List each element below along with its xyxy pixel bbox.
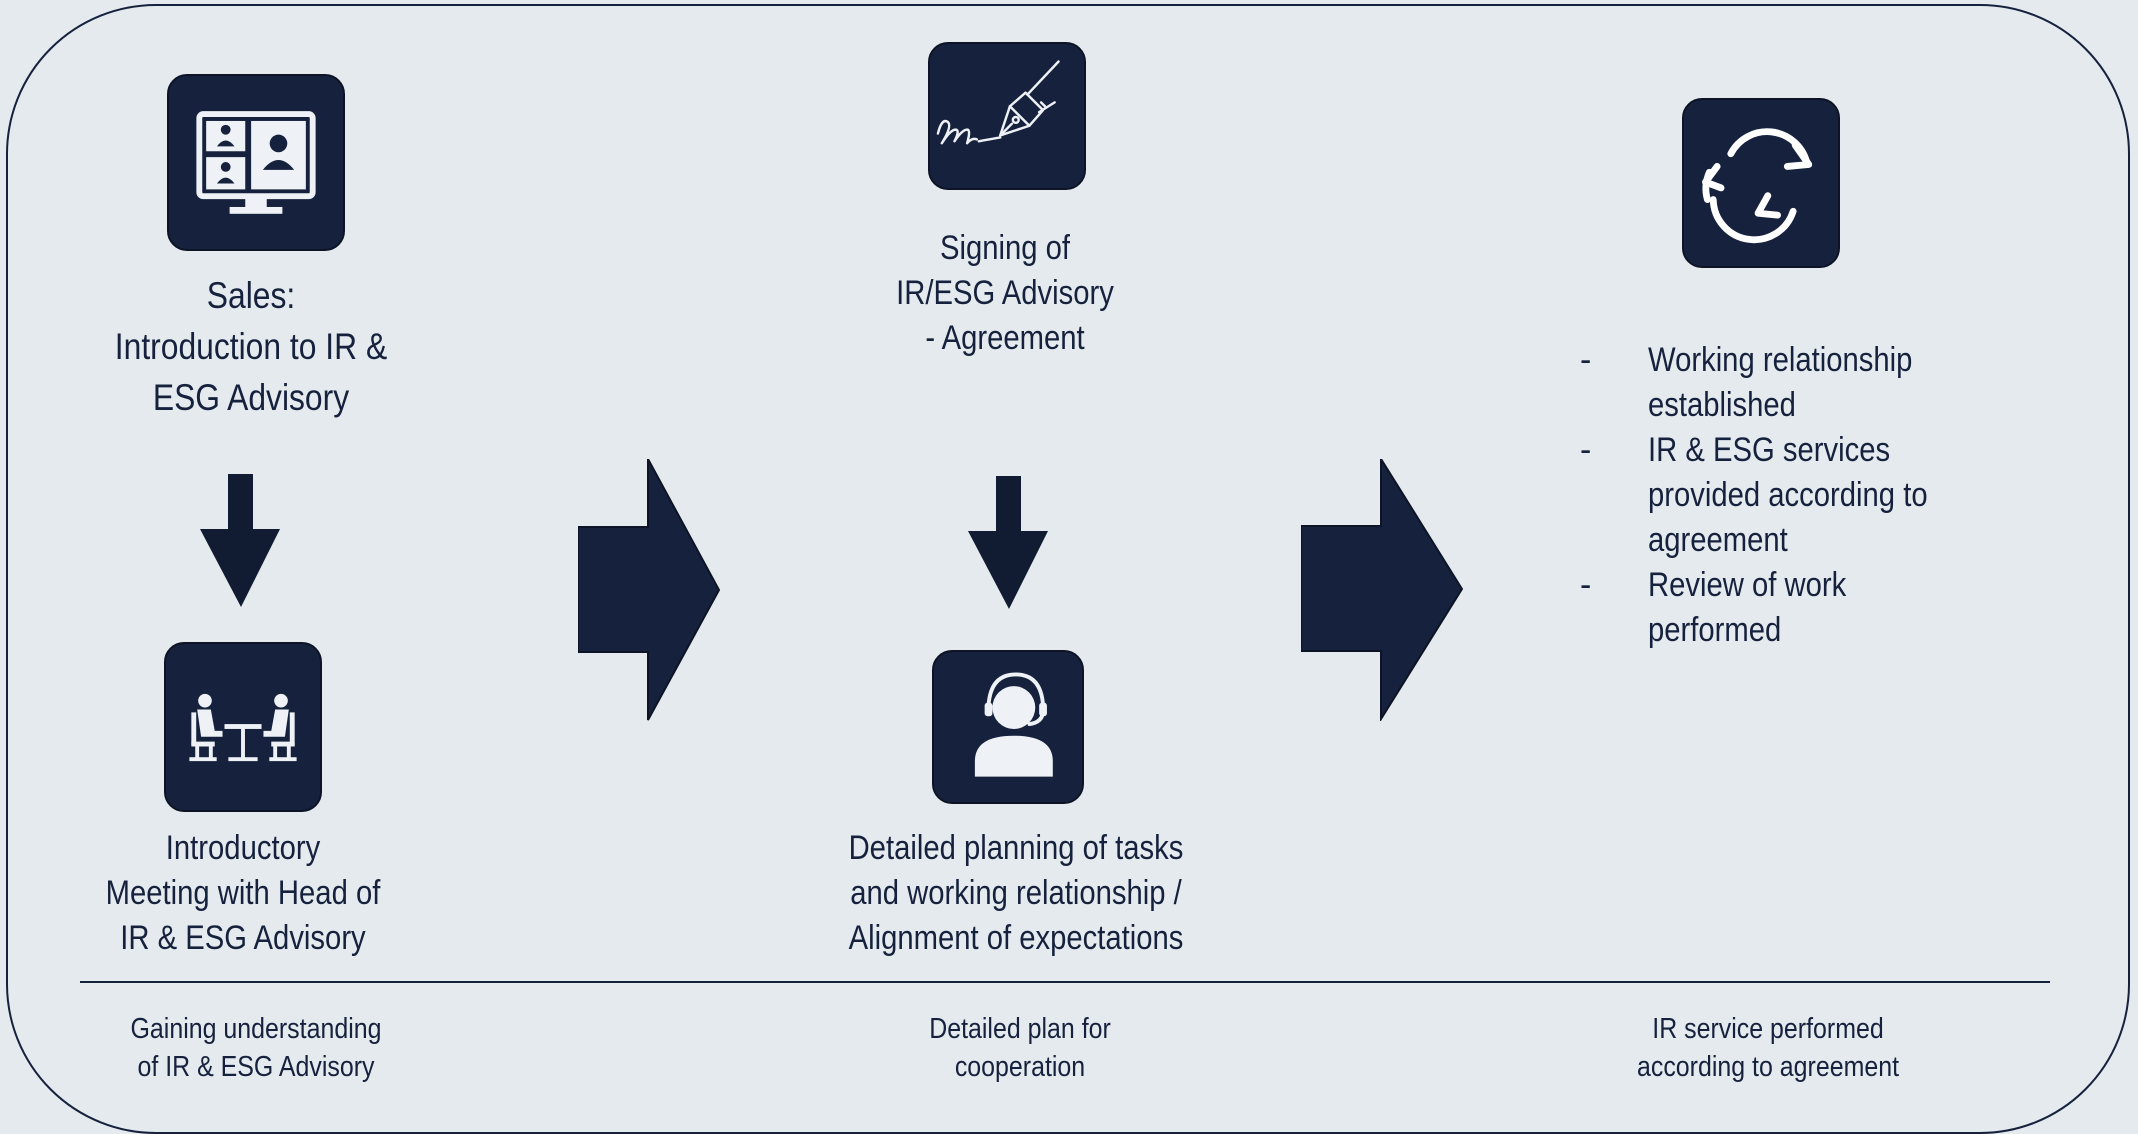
phase-arrow-1 [578, 459, 720, 721]
video-conference-icon [167, 74, 345, 251]
outcome-bullet: -Review of work performed [1580, 566, 1847, 649]
down-arrow-1 [200, 474, 280, 607]
signing-step-label: Signing of IR/ESG Advisory - Agreement [896, 229, 1114, 357]
meeting-table-icon [164, 642, 322, 812]
outcome-bullet-list: -Working relationship established -IR & … [1580, 338, 2000, 653]
outcome-bullet: -IR & ESG services provided according to… [1580, 431, 1928, 559]
outcome-bullet: -Working relationship established [1580, 341, 1913, 424]
phase-divider [80, 981, 2050, 983]
headset-support-icon [932, 650, 1084, 804]
sales-step-label: Sales: Introduction to IR & ESG Advisory [114, 275, 388, 418]
phase-arrow-2 [1301, 459, 1463, 721]
refresh-cycle-icon [1682, 98, 1840, 268]
signature-pen-icon [928, 42, 1086, 190]
phase2-caption: Detailed plan for cooperation [929, 1013, 1111, 1083]
planning-step-label: Detailed planning of tasks and working r… [848, 829, 1184, 957]
phase3-caption: IR service performed according to agreem… [1636, 1013, 1900, 1083]
intro-meeting-label: Introductory Meeting with Head of IR & E… [105, 829, 381, 957]
phase1-caption: Gaining understanding of IR & ESG Adviso… [130, 1013, 382, 1083]
down-arrow-2 [968, 476, 1048, 609]
